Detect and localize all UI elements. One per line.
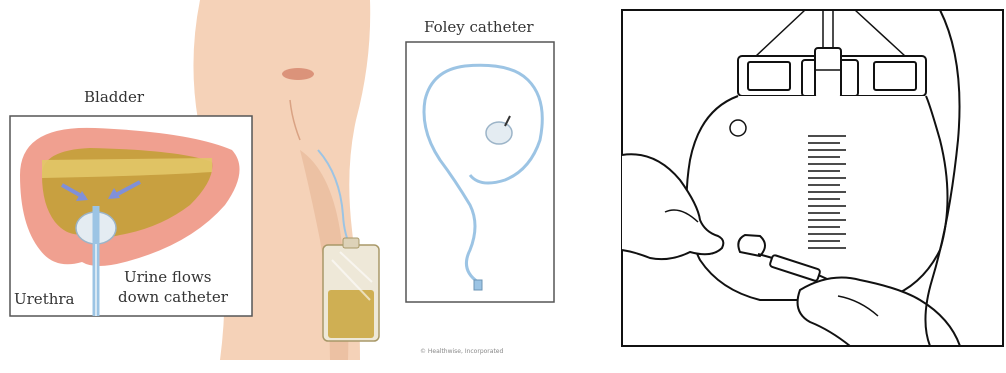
bladder-inset <box>10 116 252 316</box>
foley-balloon <box>486 122 512 144</box>
drainage-bag <box>323 238 379 341</box>
right-hand <box>798 278 960 346</box>
pubic-area <box>282 68 314 80</box>
foley-catheter-label: Foley catheter <box>424 18 534 36</box>
left-illustration <box>10 0 554 360</box>
urethra-label: Urethra <box>14 290 75 308</box>
hanger-slot-right <box>874 62 916 90</box>
tube-top <box>823 10 833 48</box>
inlet-valve <box>815 48 841 98</box>
urine-flows-label-line1: Urine flows <box>124 268 212 286</box>
copyright-label: © Healthwise, Incorporated <box>420 348 503 355</box>
hanger-slot-left <box>748 62 790 90</box>
foley-inset <box>406 42 554 302</box>
bladder-label: Bladder <box>84 88 144 106</box>
urine-flows-label-line2: down catheter <box>118 288 228 306</box>
right-illustration <box>622 10 1003 346</box>
foley-connector <box>474 280 482 290</box>
